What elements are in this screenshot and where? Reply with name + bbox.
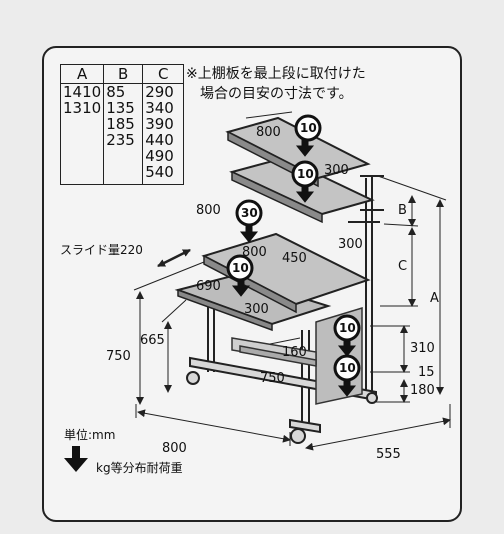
dim-height-750: 750: [106, 349, 131, 364]
dim-keyboard-depth: 300: [244, 302, 269, 317]
dim-label-b: B: [398, 203, 407, 218]
dim-160: 160: [282, 345, 307, 360]
table-cell: [59, 132, 105, 148]
dim-label-a: A: [430, 291, 439, 306]
table-cell: [59, 116, 105, 132]
dim-750-inner: 750: [260, 371, 285, 386]
load-value-cpu-upper: 10: [339, 321, 356, 335]
legend-unit: 単位:mm: [64, 428, 116, 442]
side-frame: [348, 175, 384, 223]
dim-15: 15: [418, 365, 435, 380]
table-cell: 85: [103, 83, 144, 100]
table-header-c: C: [142, 64, 185, 84]
dim-310: 310: [410, 341, 435, 356]
load-marker-middle-shelf: [291, 160, 319, 203]
dim-base-depth: 555: [376, 447, 401, 462]
table-row: 490: [59, 148, 185, 164]
load-marker-cpu-upper: [333, 314, 361, 357]
dim-height-665: 665: [140, 333, 165, 348]
table-header-row: A B C: [59, 64, 185, 84]
load-value-desk: 30: [241, 206, 258, 220]
legend-load: kg等分布耐荷重: [96, 461, 183, 475]
dimension-lines: [133, 111, 451, 451]
load-value-top-shelf: 10: [300, 121, 317, 135]
dim-180: 180: [410, 383, 435, 398]
load-value-cpu-lower: 10: [339, 361, 356, 375]
load-markers: [226, 114, 361, 397]
table-cell: 390: [142, 116, 185, 132]
load-value-middle-shelf: 10: [297, 167, 314, 181]
table-cell: 340: [142, 100, 185, 116]
dim-mid-shelf-depth: 300: [338, 237, 363, 252]
table-cell: 440: [142, 132, 185, 148]
load-marker-top-shelf: [294, 114, 322, 157]
table-cell: 540: [142, 164, 185, 185]
table-cell: 235: [103, 132, 144, 148]
dim-slide: スライド量220: [60, 243, 143, 257]
dim-top-width: 800: [256, 125, 281, 140]
dim-label-c: C: [398, 259, 408, 274]
table-row: 1410 85 290: [59, 83, 185, 100]
load-marker-cpu-lower: [333, 354, 361, 397]
load-value-keyboard: 10: [232, 261, 249, 275]
table-header-a: A: [59, 64, 105, 84]
dim-desk-width: 800: [242, 245, 267, 260]
dim-mid-shelf-width: 800: [196, 203, 221, 218]
table-cell: 290: [142, 83, 185, 100]
table-row: 235 440: [59, 132, 185, 148]
table-cell: 490: [142, 148, 185, 164]
dim-keyboard-width: 690: [196, 279, 221, 294]
note-line-1: ※上棚板を最上段に取付けた: [186, 66, 366, 82]
dim-desk-depth: 450: [282, 251, 307, 266]
dimension-table: A B C 1410 85 290 1310 135 340 185 390 2…: [59, 64, 185, 185]
load-legend-arrow-icon: [64, 446, 88, 472]
load-marker-keyboard: [226, 254, 254, 297]
table-cell: 1410: [59, 83, 105, 100]
load-marker-desk: [235, 199, 263, 243]
note-line-2: 場合の目安の寸法です。: [200, 86, 353, 102]
dim-top-depth: 300: [324, 163, 349, 178]
table-row: 1310 135 340: [59, 100, 185, 116]
table-row: 540: [59, 164, 185, 185]
table-cell: [59, 164, 105, 185]
table-cell: [59, 148, 105, 164]
dim-base-width: 800: [162, 441, 187, 456]
dimension-note: ※上棚板を最上段に取付けた 場合の目安の寸法です。: [186, 64, 366, 104]
table-row: 185 390: [59, 116, 185, 132]
table-cell: 1310: [59, 100, 105, 116]
table-header-b: B: [103, 64, 144, 84]
